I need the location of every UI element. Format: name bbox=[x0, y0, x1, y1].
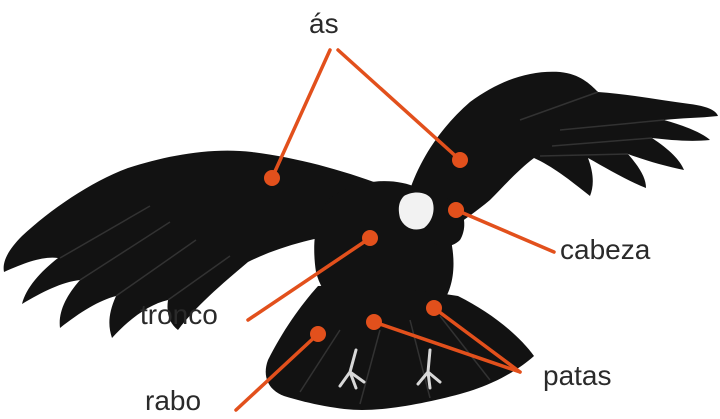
dot-tail bbox=[310, 326, 326, 342]
dot-leg-right bbox=[426, 300, 442, 316]
label-as: ás bbox=[309, 10, 339, 38]
tail bbox=[266, 286, 534, 410]
label-tronco: tronco bbox=[140, 301, 218, 329]
dot-wing-left bbox=[264, 170, 280, 186]
dot-trunk bbox=[362, 230, 378, 246]
dot-wing-right bbox=[452, 152, 468, 168]
pointer-line-as-right bbox=[338, 50, 460, 160]
dot-head bbox=[448, 202, 464, 218]
label-rabo: rabo bbox=[145, 387, 201, 415]
label-cabeza: cabeza bbox=[560, 236, 650, 264]
dot-leg-left bbox=[366, 314, 382, 330]
label-patas: patas bbox=[543, 362, 612, 390]
pointer-line-cabeza bbox=[456, 210, 554, 252]
pointer-line-as-left bbox=[272, 50, 330, 178]
